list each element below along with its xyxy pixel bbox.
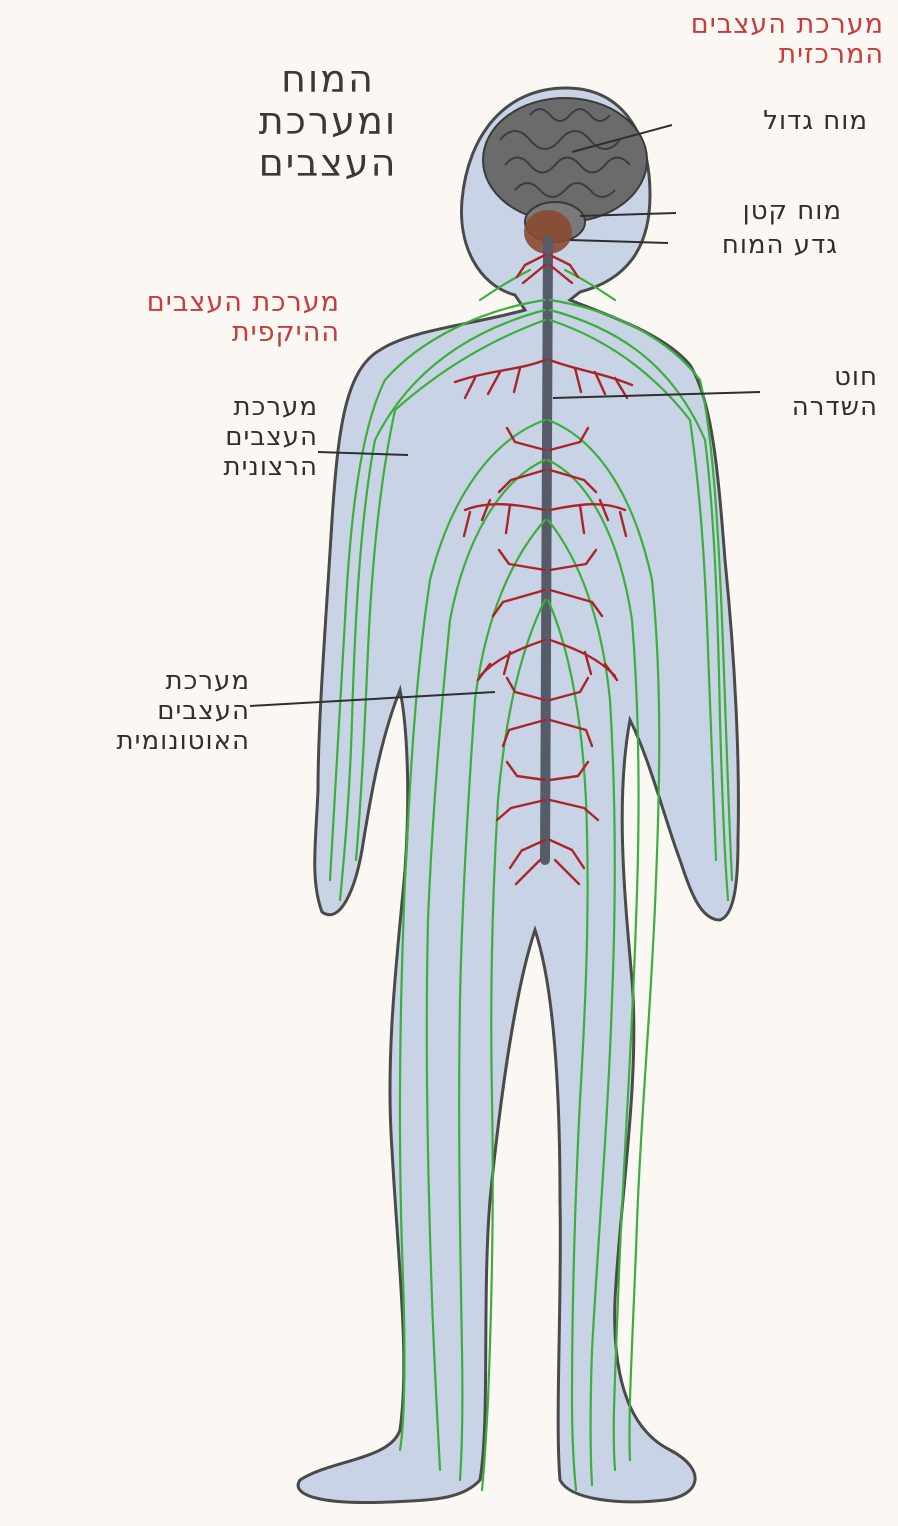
peripheral-system-heading: מערכת העצבים ההיקפית (20, 288, 340, 348)
peripheral-system-line-2: ההיקפית (20, 318, 340, 348)
somatic-line-3: הרצונית (140, 452, 318, 482)
cerebrum-label: מוח גדול (678, 106, 868, 136)
spinal-cord-line-2: השדרה (760, 392, 878, 422)
autonomic-line-1: מערכת (40, 666, 250, 696)
autonomic-line-3: האוטונומית (40, 726, 250, 756)
body-silhouette (298, 88, 738, 1503)
spinal-cord-line-1: חוט (760, 362, 878, 392)
cerebellum-label: מוח קטן (682, 196, 842, 226)
central-system-line-2: המרכזית (600, 40, 884, 70)
spinal-cord-label: חוט השדרה (760, 362, 878, 422)
central-system-line-1: מערכת העצבים (600, 10, 884, 40)
peripheral-system-line-1: מערכת העצבים (20, 288, 340, 318)
title-line-1: המוח (238, 58, 418, 100)
somatic-line-1: מערכת (140, 392, 318, 422)
diagram-title: המוח ומערכת העצבים (238, 58, 418, 184)
spinal-cord (545, 240, 548, 860)
somatic-line-2: העצבים (140, 422, 318, 452)
title-line-3: העצבים (238, 142, 418, 184)
brainstem-label: גדע המוח (672, 230, 838, 260)
autonomic-system-label: מערכת העצבים האוטונומית (40, 666, 250, 756)
autonomic-line-2: העצבים (40, 696, 250, 726)
central-system-heading: מערכת העצבים המרכזית (600, 10, 884, 70)
title-line-2: ומערכת (238, 100, 418, 142)
somatic-system-label: מערכת העצבים הרצונית (140, 392, 318, 482)
